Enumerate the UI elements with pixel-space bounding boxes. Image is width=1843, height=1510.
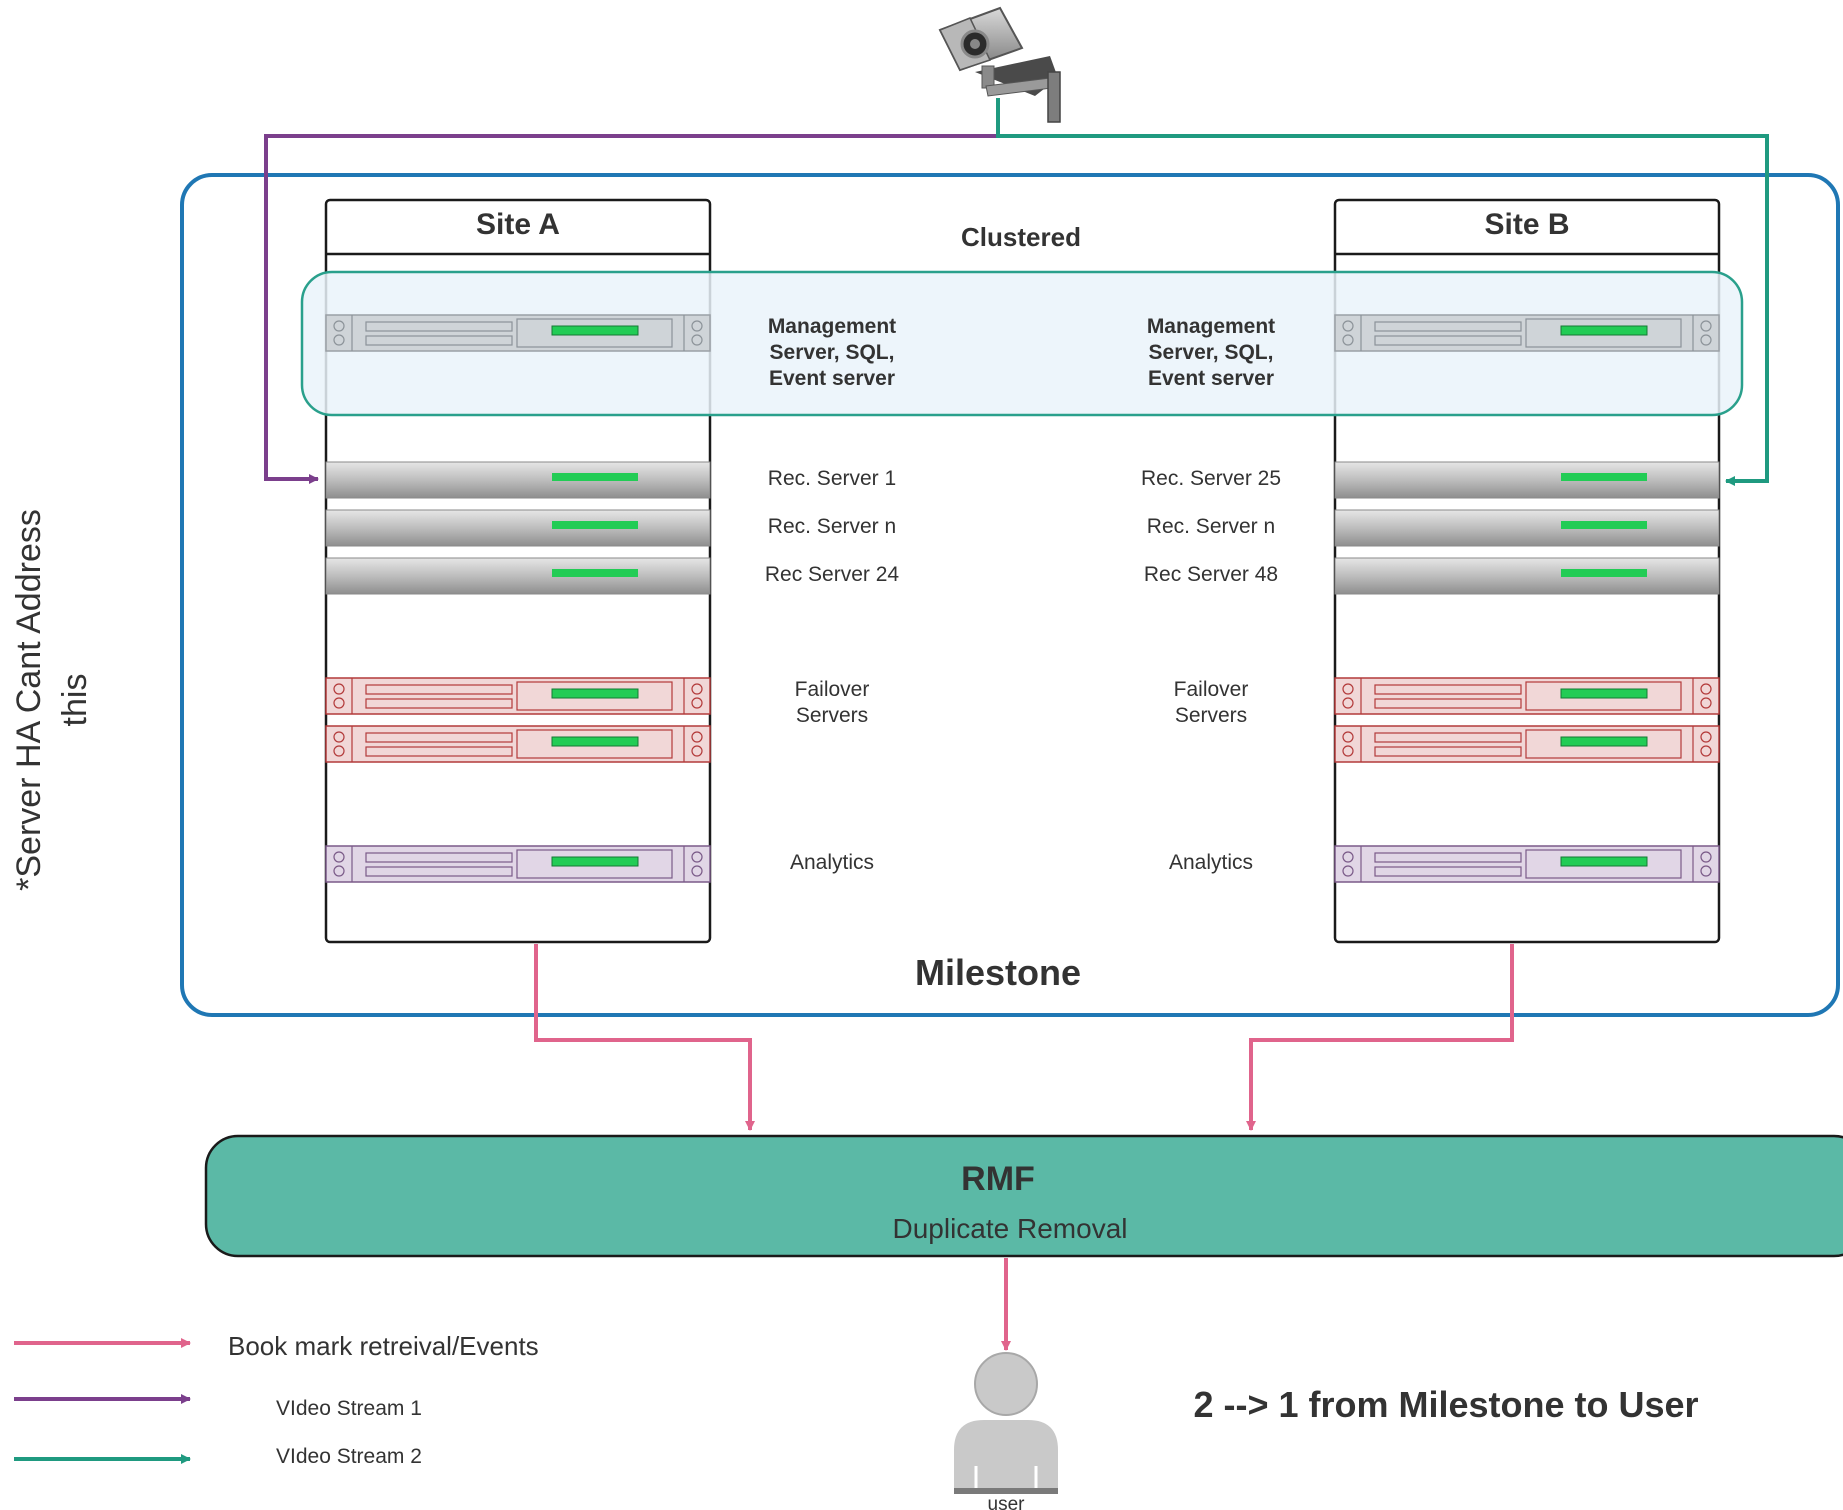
status-led [552,569,638,577]
clustered-label: Clustered [961,222,1081,252]
status-led [1560,736,1648,747]
status-led [552,473,638,481]
site-b-management-line1: Management [1147,315,1275,338]
site-b-rec-server-1 [1334,461,1720,499]
site-b-rec-server-2 [1334,509,1720,547]
site-a-rec-server-2 [325,509,711,547]
milestone-label: Milestone [915,952,1081,993]
site-b-rec-label-2: Rec. Server n [1147,515,1275,538]
site-b-rec-label-1: Rec. Server 25 [1141,467,1281,490]
site-b-management-line3: Event server [1148,367,1274,390]
status-led [1560,325,1648,336]
site-a-analytics-server-1 [325,845,711,883]
site-a-bookmark-line [534,944,755,1131]
rmf-title: RMF [961,1160,1035,1198]
user-label: user [988,1494,1026,1510]
site-a-rec-label-2: Rec. Server n [768,515,896,538]
site-b-rec-server-3 [1334,557,1720,595]
status-led [1561,521,1647,529]
site-a-management-line3: Event server [769,367,895,390]
site-b-analytics-server-1 [1334,845,1720,883]
cluster-band [300,270,1744,417]
site-b-failover-server-1 [1334,677,1720,715]
status-led [551,856,639,867]
site-a-rec-server-1 [325,461,711,499]
site-b-failover-server-2 [1334,725,1720,763]
site-b-management-line2: Server, SQL, [1149,341,1274,364]
status-led [551,688,639,699]
side-note: *Server HA Cant Address this [10,509,94,891]
side-note-line2: this [56,674,94,727]
site-a-failover-line2: Servers [796,704,868,727]
legend-stream1-label: VIdeo Stream 1 [276,1397,422,1420]
site-b-analytics-label: Analytics [1169,851,1253,874]
summary-note: 2 --> 1 from Milestone to User [1193,1384,1698,1425]
status-led [1561,569,1647,577]
site-b-bookmark-line [1246,944,1514,1131]
camera-icon [938,6,1061,123]
rmf-subtitle: Duplicate Removal [893,1213,1128,1244]
legend-stream2-label: VIdeo Stream 2 [276,1445,422,1468]
site-b-failover-line2: Servers [1175,704,1247,727]
status-led [551,736,639,747]
site-a-management-line2: Server, SQL, [770,341,895,364]
site-a-management-label: Management Server, SQL, Event server [768,315,896,390]
site-a-mgmt-server-1 [325,314,711,352]
side-note-line1: *Server HA Cant Address [10,509,48,891]
status-led [552,521,638,529]
site-a-failover-line1: Failover [795,678,870,701]
legend: Book mark retreival/Events VIdeo Stream … [14,1331,539,1468]
user-icon [954,1352,1058,1494]
site-a-analytics-label: Analytics [790,851,874,874]
site-a-rec-label-3: Rec Server 24 [765,563,900,586]
site-a-failover-server-2 [325,725,711,763]
site-b-title: Site B [1484,208,1569,241]
site-a-title: Site A [476,208,560,241]
video-stream-2-line [996,98,1769,486]
status-led [551,325,639,336]
site-b-management-label: Management Server, SQL, Event server [1147,315,1275,390]
site-b-rec-label-3: Rec Server 48 [1144,563,1278,586]
site-a-rec-server-3 [325,557,711,595]
site-a-failover-server-1 [325,677,711,715]
site-b-mgmt-server-1 [1334,314,1720,352]
legend-bookmark-label: Book mark retreival/Events [228,1331,539,1361]
status-led [1560,856,1648,867]
status-led [1561,473,1647,481]
site-b-failover-line1: Failover [1174,678,1249,701]
status-led [1560,688,1648,699]
rmf-box [204,1134,1843,1258]
site-a-rec-label-1: Rec. Server 1 [768,467,896,490]
site-a-management-line1: Management [768,315,896,338]
milestone-container [180,173,1840,1017]
